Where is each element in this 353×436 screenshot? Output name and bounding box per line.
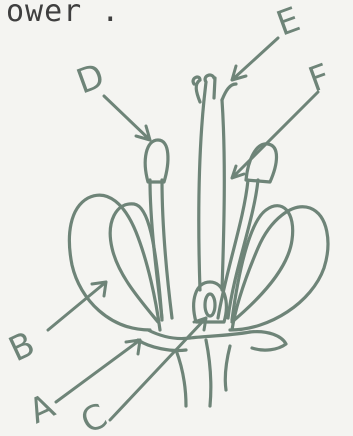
label-c: C xyxy=(75,396,113,436)
left-anther xyxy=(145,140,168,182)
arrow-a xyxy=(56,340,140,402)
label-f: F xyxy=(303,56,335,100)
receptacle xyxy=(138,330,250,351)
label-a: A xyxy=(23,386,61,432)
right-sepal xyxy=(250,332,286,350)
label-d: D xyxy=(71,56,109,103)
arrow-d xyxy=(104,96,150,140)
arrow-b xyxy=(48,282,106,330)
style xyxy=(199,100,225,290)
ovule xyxy=(205,294,215,316)
arrow-e xyxy=(232,38,278,80)
stigma xyxy=(193,75,236,102)
label-b: B xyxy=(3,324,41,370)
